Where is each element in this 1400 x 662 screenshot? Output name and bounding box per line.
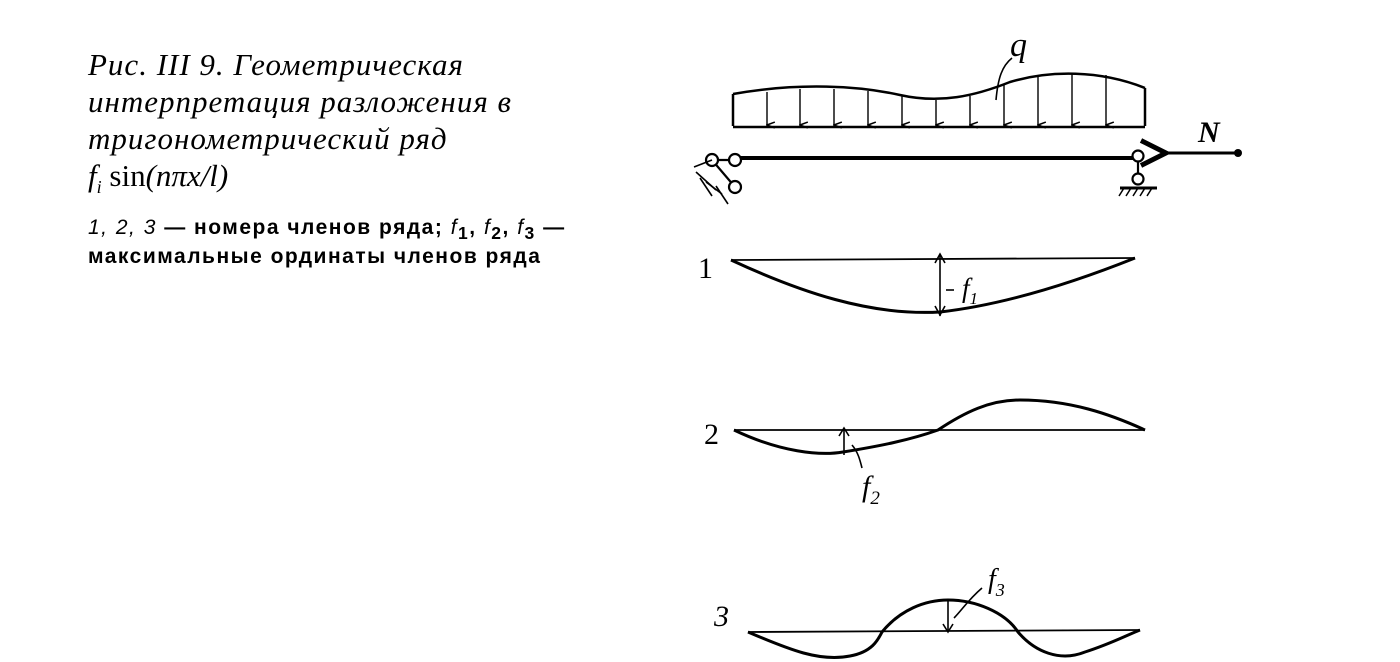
caption-formula: fi sin(nπx/l): [88, 157, 628, 206]
left-pin-support: [693, 152, 743, 205]
legend-numbers: 1, 2, 3: [88, 216, 157, 240]
load-arrows: [767, 73, 1106, 125]
axial-force-label-n: N: [1197, 116, 1221, 149]
formula-sin: sin: [101, 158, 146, 193]
mode-2-number: 2: [704, 418, 719, 451]
formula-f: fi: [88, 158, 102, 198]
caption-title: Рис. III 9. Геометрическая интерпретация…: [88, 47, 512, 156]
mode-2-ordinate-label: f2: [862, 470, 880, 509]
caption-legend: 1, 2, 3 — номера членов ряда; f1, f2, f3…: [88, 216, 566, 269]
mode-1-axis: [730, 257, 1136, 261]
mode-shape-3: 3 f3: [713, 564, 1141, 660]
mode-3-ordinate-label: f3: [988, 564, 1005, 600]
legend-text-2: — максимальные ординаты членов ряда: [88, 216, 566, 269]
mode-shape-2: 2 f2: [704, 398, 1146, 509]
mode-shape-1: 1 f1: [698, 252, 1136, 317]
mode-1-curve: [730, 256, 1136, 314]
axial-force-arrow: [1166, 149, 1242, 157]
legend-text-1: — номера членов ряда;: [156, 216, 451, 240]
mode-3-axis: [747, 629, 1141, 633]
load-curve: [732, 72, 1146, 101]
distributed-load: [731, 57, 1147, 127]
mode-2-curve: [733, 398, 1146, 455]
mode-1-number: 1: [698, 252, 713, 285]
mode-3-number: 3: [713, 600, 729, 633]
mode-1-ordinate-label: f1: [962, 273, 978, 308]
mode-3-curve: [747, 598, 1141, 660]
load-label-q: q: [1010, 27, 1027, 64]
formula-argument: (nπx/l): [145, 158, 229, 193]
load-label-leader: [995, 57, 1013, 101]
figure-caption: Рис. III 9. Геометрическая интерпретация…: [88, 46, 628, 269]
